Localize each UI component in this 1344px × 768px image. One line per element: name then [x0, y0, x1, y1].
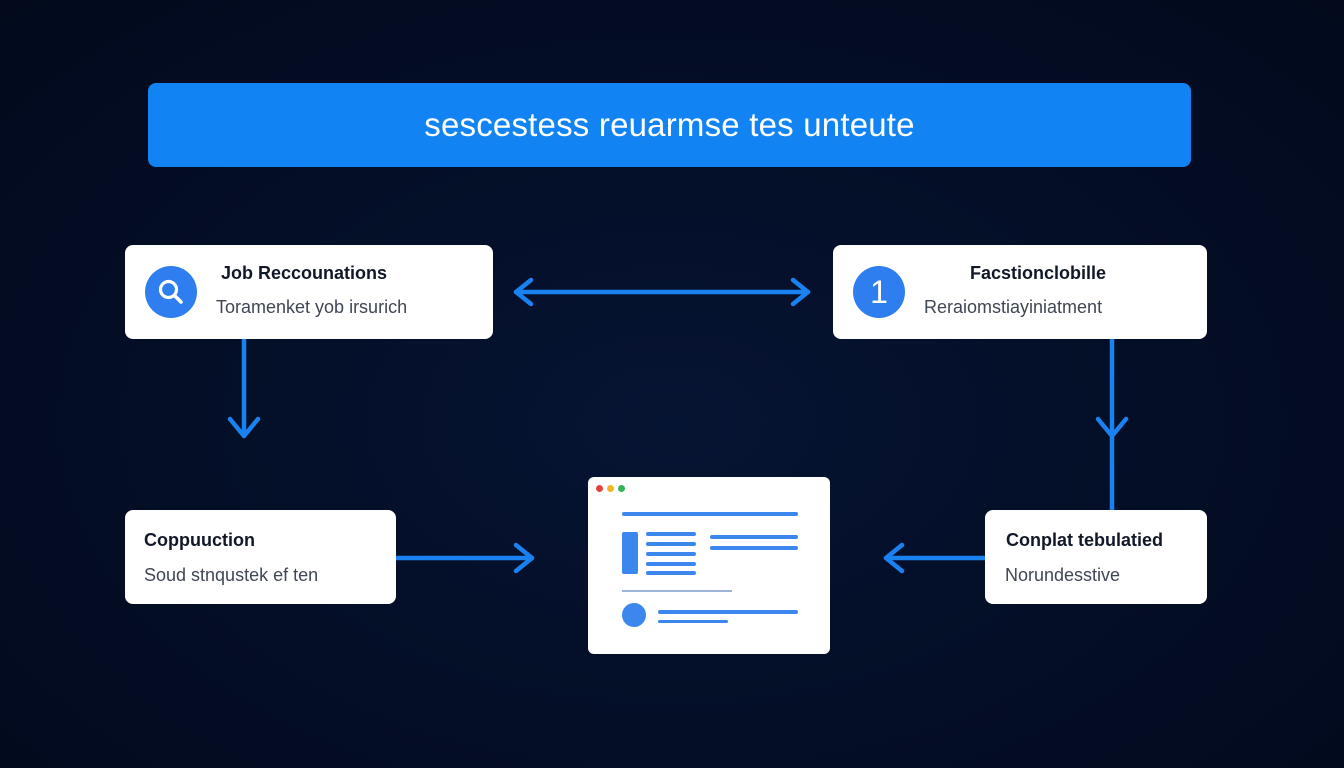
node-coppuuction: Coppuuction Soud stnqustek ef ten [125, 510, 396, 604]
number-badge-value: 1 [870, 273, 888, 310]
document-preview-icon [588, 477, 830, 654]
window-dot-yellow [607, 485, 614, 492]
node-fact-subtitle: Reraiomstiayiniatment [924, 297, 1103, 317]
mock-text-line [658, 610, 798, 614]
mock-text-line [646, 571, 696, 575]
arrow-fact-down-head [1095, 416, 1129, 439]
arrow-job-fact-right-head [790, 277, 811, 307]
mock-text-line [710, 546, 798, 550]
mock-text-line [710, 535, 798, 539]
node-conplat-tebulatied: Conplat tebulatied Norundesstive [985, 510, 1207, 604]
mock-text-line [646, 562, 696, 566]
arrow-job-down-head [227, 416, 261, 439]
node-conplat-title: Conplat tebulatied [1006, 530, 1163, 550]
search-icon [145, 266, 197, 318]
mock-text-line [646, 532, 696, 536]
window-dot-red [596, 485, 603, 492]
mock-avatar [622, 603, 646, 627]
node-job-subtitle: Toramenket yob irsurich [216, 297, 408, 317]
arrow-job-fact-left-head [513, 277, 534, 307]
window-dot-green [618, 485, 625, 492]
node-fact-title: Facstionclobille [970, 263, 1107, 283]
arrow-conplat-left-head [883, 542, 905, 574]
mock-heading-line [622, 512, 798, 516]
mock-text-line [646, 552, 696, 556]
node-facstionclobille: 1 Facstionclobille Reraiomstiayiniatment [833, 245, 1207, 339]
header-banner: sescestess reuarmse tes unteute [148, 83, 1191, 167]
mock-image-block [622, 532, 638, 574]
mock-text-line [646, 542, 696, 546]
header-banner-text: sescestess reuarmse tes unteute [424, 106, 915, 143]
arrow-copp-right-head [513, 542, 535, 574]
number-badge: 1 [853, 266, 905, 318]
node-job-title: Job Reccounations [221, 263, 388, 283]
node-job-reccounations: Job Reccounations Toramenket yob irsuric… [125, 245, 493, 339]
mock-divider [622, 590, 732, 592]
node-copp-title: Coppuuction [144, 530, 255, 550]
mock-text-line [658, 620, 728, 623]
node-conplat-subtitle: Norundesstive [1005, 565, 1121, 585]
node-copp-subtitle: Soud stnqustek ef ten [144, 565, 319, 585]
